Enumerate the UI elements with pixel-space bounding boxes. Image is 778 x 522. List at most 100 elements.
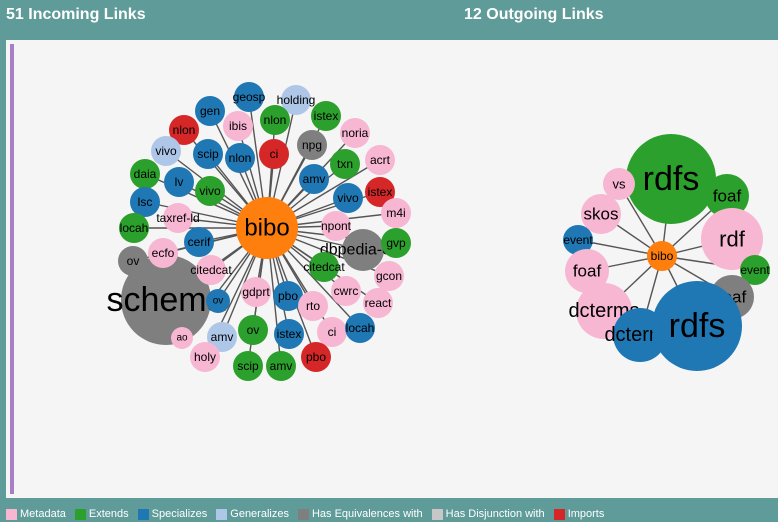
incoming-node[interactable]: citedcat: [303, 252, 345, 282]
legend-swatch: [431, 508, 443, 520]
node-circle: [259, 139, 289, 169]
node-label: schema: [106, 281, 225, 319]
incoming-node[interactable]: gdprt: [241, 277, 271, 307]
incoming-node[interactable]: react: [363, 288, 393, 318]
legend-label: Has Disjunction with: [445, 508, 545, 520]
incoming-node[interactable]: vivo: [333, 183, 363, 213]
incoming-node[interactable]: nlon: [169, 115, 199, 145]
incoming-node[interactable]: cwrc: [331, 276, 361, 306]
incoming-node[interactable]: npg: [297, 130, 327, 160]
incoming-node[interactable]: noria: [340, 118, 370, 148]
incoming-node[interactable]: amv: [207, 322, 237, 352]
incoming-node[interactable]: taxref-ld: [156, 203, 200, 233]
incoming-node[interactable]: citedcat: [190, 255, 232, 285]
outgoing-node[interactable]: rdf: [701, 208, 763, 270]
outgoing-node[interactable]: vs: [603, 168, 635, 200]
node-label: locah: [120, 221, 149, 235]
incoming-node[interactable]: scip: [233, 351, 263, 381]
incoming-node[interactable]: locah: [345, 313, 375, 343]
outgoing-node[interactable]: rdfs: [652, 281, 742, 371]
incoming-node[interactable]: acrt: [365, 145, 395, 175]
incoming-node[interactable]: ov: [238, 315, 268, 345]
incoming-node[interactable]: daia: [130, 159, 160, 189]
incoming-node[interactable]: rto: [298, 291, 328, 321]
incoming-node[interactable]: ibis: [223, 111, 253, 141]
center-circle: [236, 197, 298, 259]
node-circle: [193, 139, 223, 169]
node-circle: [171, 327, 193, 349]
node-circle: [233, 351, 263, 381]
outgoing-node[interactable]: event: [563, 225, 593, 255]
incoming-node[interactable]: ecfo: [148, 238, 178, 268]
node-label: gdprt: [242, 285, 270, 299]
incoming-node[interactable]: schema: [106, 255, 226, 345]
incoming-node[interactable]: vivo: [195, 176, 225, 206]
outgoing-node[interactable]: foaf: [705, 174, 749, 218]
node-circle: [196, 255, 226, 285]
incoming-node[interactable]: scip: [193, 139, 223, 169]
node-circle: [381, 198, 411, 228]
outgoing-node[interactable]: rdfs: [626, 134, 716, 224]
incoming-node[interactable]: gen: [195, 96, 225, 126]
node-circle: [195, 176, 225, 206]
incoming-node[interactable]: holy: [190, 342, 220, 372]
node-label: istex: [277, 327, 302, 341]
incoming-node[interactable]: m4i: [381, 198, 411, 228]
incoming-node[interactable]: pbo: [273, 281, 303, 311]
node-circle: [740, 255, 770, 285]
node-label: nlon: [229, 151, 252, 165]
node-label: vivo: [337, 191, 359, 205]
incoming-node[interactable]: vivo: [151, 136, 181, 166]
incoming-node[interactable]: cerif: [184, 227, 214, 257]
node-label: ov: [213, 296, 224, 307]
outgoing-node[interactable]: skos: [581, 194, 621, 234]
incoming-node[interactable]: geosp: [233, 82, 266, 112]
outgoing-center-node[interactable]: bibo: [647, 241, 677, 271]
outgoing-node[interactable]: foaf: [565, 249, 609, 293]
node-label: istex: [368, 185, 393, 199]
incoming-node[interactable]: ci: [317, 317, 347, 347]
node-circle: [151, 136, 181, 166]
incoming-node[interactable]: ov: [206, 289, 230, 313]
incoming-center-node[interactable]: bibo: [236, 197, 298, 259]
incoming-node[interactable]: amv: [266, 351, 296, 381]
incoming-node[interactable]: pbo: [301, 342, 331, 372]
incoming-node[interactable]: ci: [259, 139, 289, 169]
node-label: scip: [197, 147, 219, 161]
legend-item: Metadata: [6, 508, 66, 520]
incoming-node[interactable]: holding: [277, 85, 316, 115]
incoming-node[interactable]: istex: [311, 101, 341, 131]
node-label: npg: [302, 138, 322, 152]
incoming-node[interactable]: npont: [321, 211, 352, 241]
node-circle: [234, 82, 264, 112]
incoming-node[interactable]: nlon: [225, 143, 255, 173]
node-circle: [363, 288, 393, 318]
legend-label: Specializes: [151, 508, 208, 520]
node-label: amv: [303, 172, 326, 186]
legend-swatch: [553, 508, 565, 520]
incoming-node[interactable]: nlon: [260, 105, 290, 135]
node-label: m4i: [386, 206, 405, 220]
node-label: daia: [134, 167, 157, 181]
outgoing-node[interactable]: event: [740, 255, 770, 285]
incoming-node[interactable]: locah: [119, 213, 149, 243]
node-label: rto: [306, 299, 320, 313]
incoming-node[interactable]: ao: [171, 327, 193, 349]
incoming-node[interactable]: txn: [330, 149, 360, 179]
incoming-node[interactable]: gvp: [381, 228, 411, 258]
incoming-node[interactable]: istex: [274, 319, 304, 349]
node-label: vivo: [199, 184, 221, 198]
node-label: amv: [211, 330, 234, 344]
node-label: amv: [270, 359, 293, 373]
legend-swatch: [6, 508, 17, 520]
incoming-node[interactable]: gcon: [374, 261, 404, 291]
node-label: ecfo: [152, 246, 175, 260]
node-label: citedcat: [190, 263, 232, 277]
incoming-node[interactable]: lsc: [130, 187, 160, 217]
node-circle: [701, 208, 763, 270]
incoming-node[interactable]: amv: [299, 164, 329, 194]
incoming-node[interactable]: istex: [365, 177, 395, 207]
incoming-node[interactable]: lv: [164, 167, 194, 197]
incoming-node[interactable]: ov: [118, 246, 148, 276]
